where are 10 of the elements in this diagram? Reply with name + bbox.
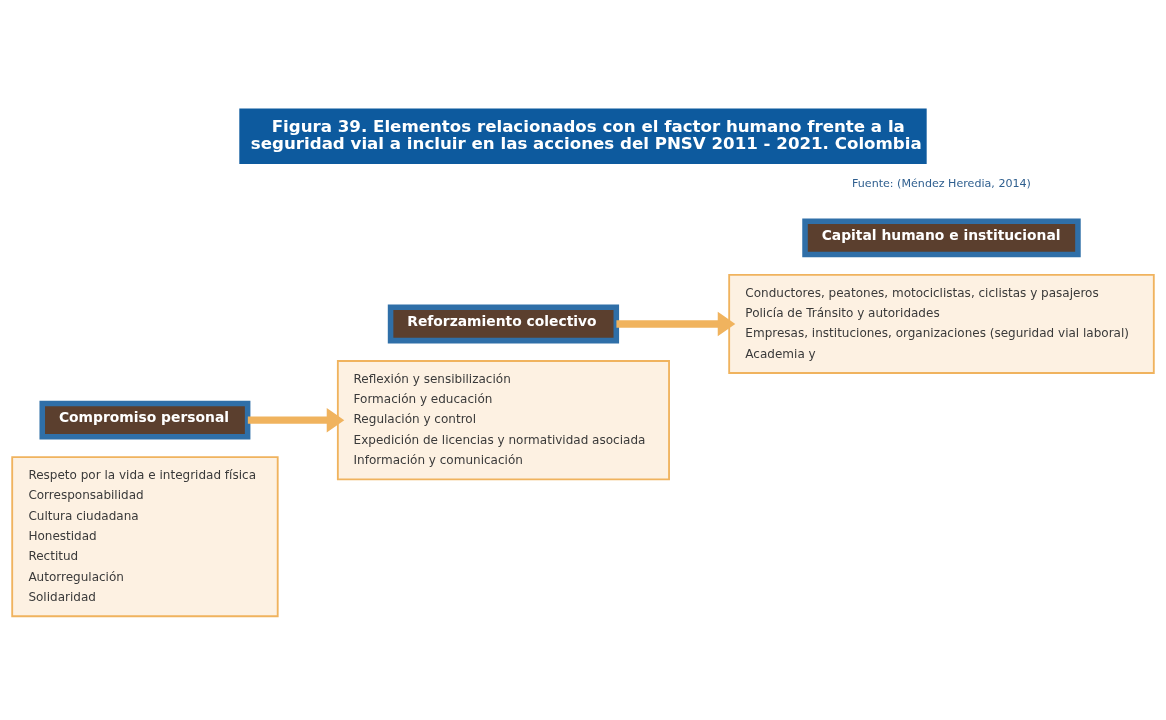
- arrow: [616, 311, 736, 336]
- node-box: Respeto por la vida e integridad física Corresponsabilidad Cultura ciudadana Honestidad Rectitud Autorregulación Solidaridad: [11, 455, 279, 617]
- caption: Fuente: (Méndez Heredia, 2014): [852, 176, 1031, 190]
- node-box: Conductores, peatones, motociclistas, ciclistas y pasajeros Policía de Tránsito y autoridades Empresas, instituciones, organizaciones (seguridad vial laboral) Academia y: [728, 273, 1155, 374]
- node-box: Capital humano e institucional: [802, 218, 1081, 257]
- diagram-title: Figura 39. Elementos relacionados con el factor humano frente a la seguridad vial a incluir en las acciones del PNSV 2011 - 2021. Colombia: [250, 116, 922, 153]
- arrow: [247, 407, 345, 432]
- node-box: Reforzamiento colectivo: [387, 304, 620, 343]
- node-box: Compromiso personal: [39, 400, 251, 440]
- node-box: Reflexión y sensibilización Formación y educación Regulación y control Expedición de licencias y normatividad asociada Información y comunicación: [336, 359, 670, 480]
